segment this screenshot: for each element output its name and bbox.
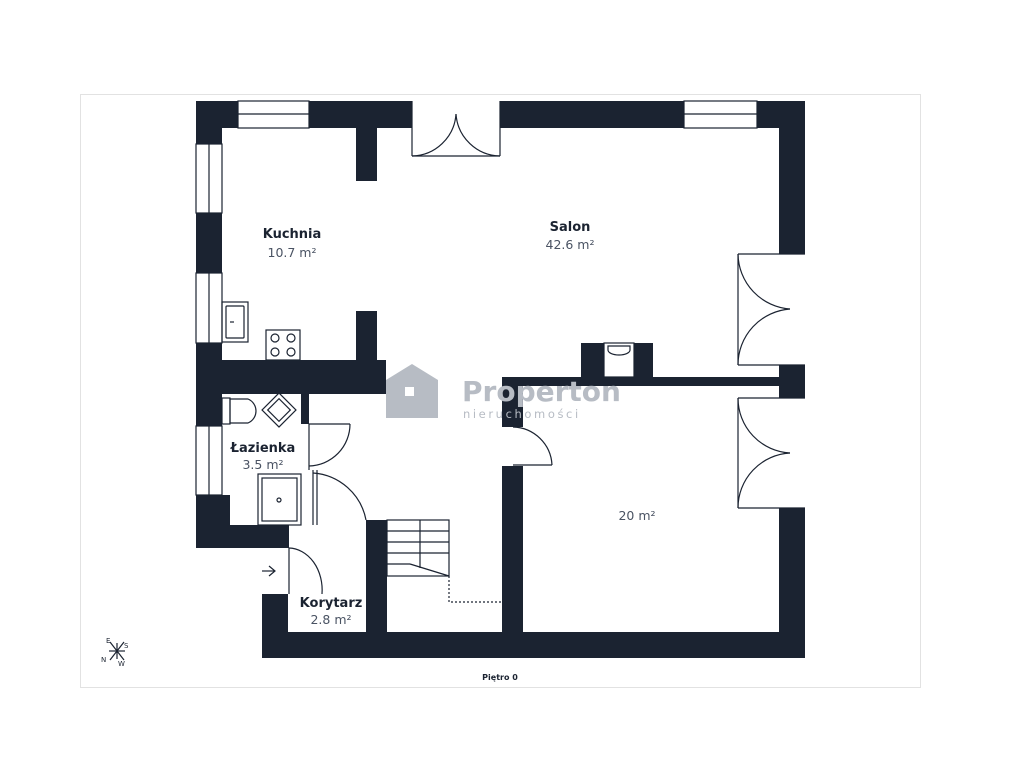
compass-n: N <box>101 656 106 664</box>
floor-label: Piętro 0 <box>482 673 518 682</box>
compass-s: S <box>124 642 129 650</box>
plan-frame <box>80 94 921 688</box>
room-name-kuchnia: Kuchnia <box>263 227 322 242</box>
room-area-salon: 42.6 m² <box>546 237 595 252</box>
room-area-lazienka: 3.5 m² <box>242 457 283 472</box>
room-name-lazienka: Łazienka <box>230 441 296 456</box>
cooktop-icon <box>265 329 301 361</box>
washbasin-icon <box>261 392 297 428</box>
stairs-icon <box>386 519 502 603</box>
room-labels: Kuchnia 10.7 m² Salon 42.6 m² Łazienka 3… <box>230 220 656 627</box>
room-name-korytarz: Korytarz <box>300 596 363 611</box>
compass: E S N W <box>101 637 129 668</box>
doors <box>262 101 805 595</box>
compass-w: W <box>118 660 125 668</box>
toilet-icon <box>221 397 257 425</box>
watermark-tagline: nieruchomości <box>463 407 581 421</box>
compass-rose-icon <box>109 641 125 661</box>
room-area-korytarz: 2.8 m² <box>310 612 351 627</box>
watermark-brand: Properton <box>462 375 621 408</box>
shower-icon <box>257 473 302 526</box>
compass-e: E <box>106 637 110 645</box>
fixtures <box>221 301 635 603</box>
room-name-salon: Salon <box>550 220 591 235</box>
fireplace-icon <box>603 342 635 378</box>
sink-icon <box>221 301 249 343</box>
room-area-pokoj: 20 m² <box>618 508 655 523</box>
windows <box>195 100 758 496</box>
watermark: Properton nieruchomości <box>386 364 621 421</box>
room-area-kuchnia: 10.7 m² <box>268 245 317 260</box>
walls <box>196 101 805 658</box>
